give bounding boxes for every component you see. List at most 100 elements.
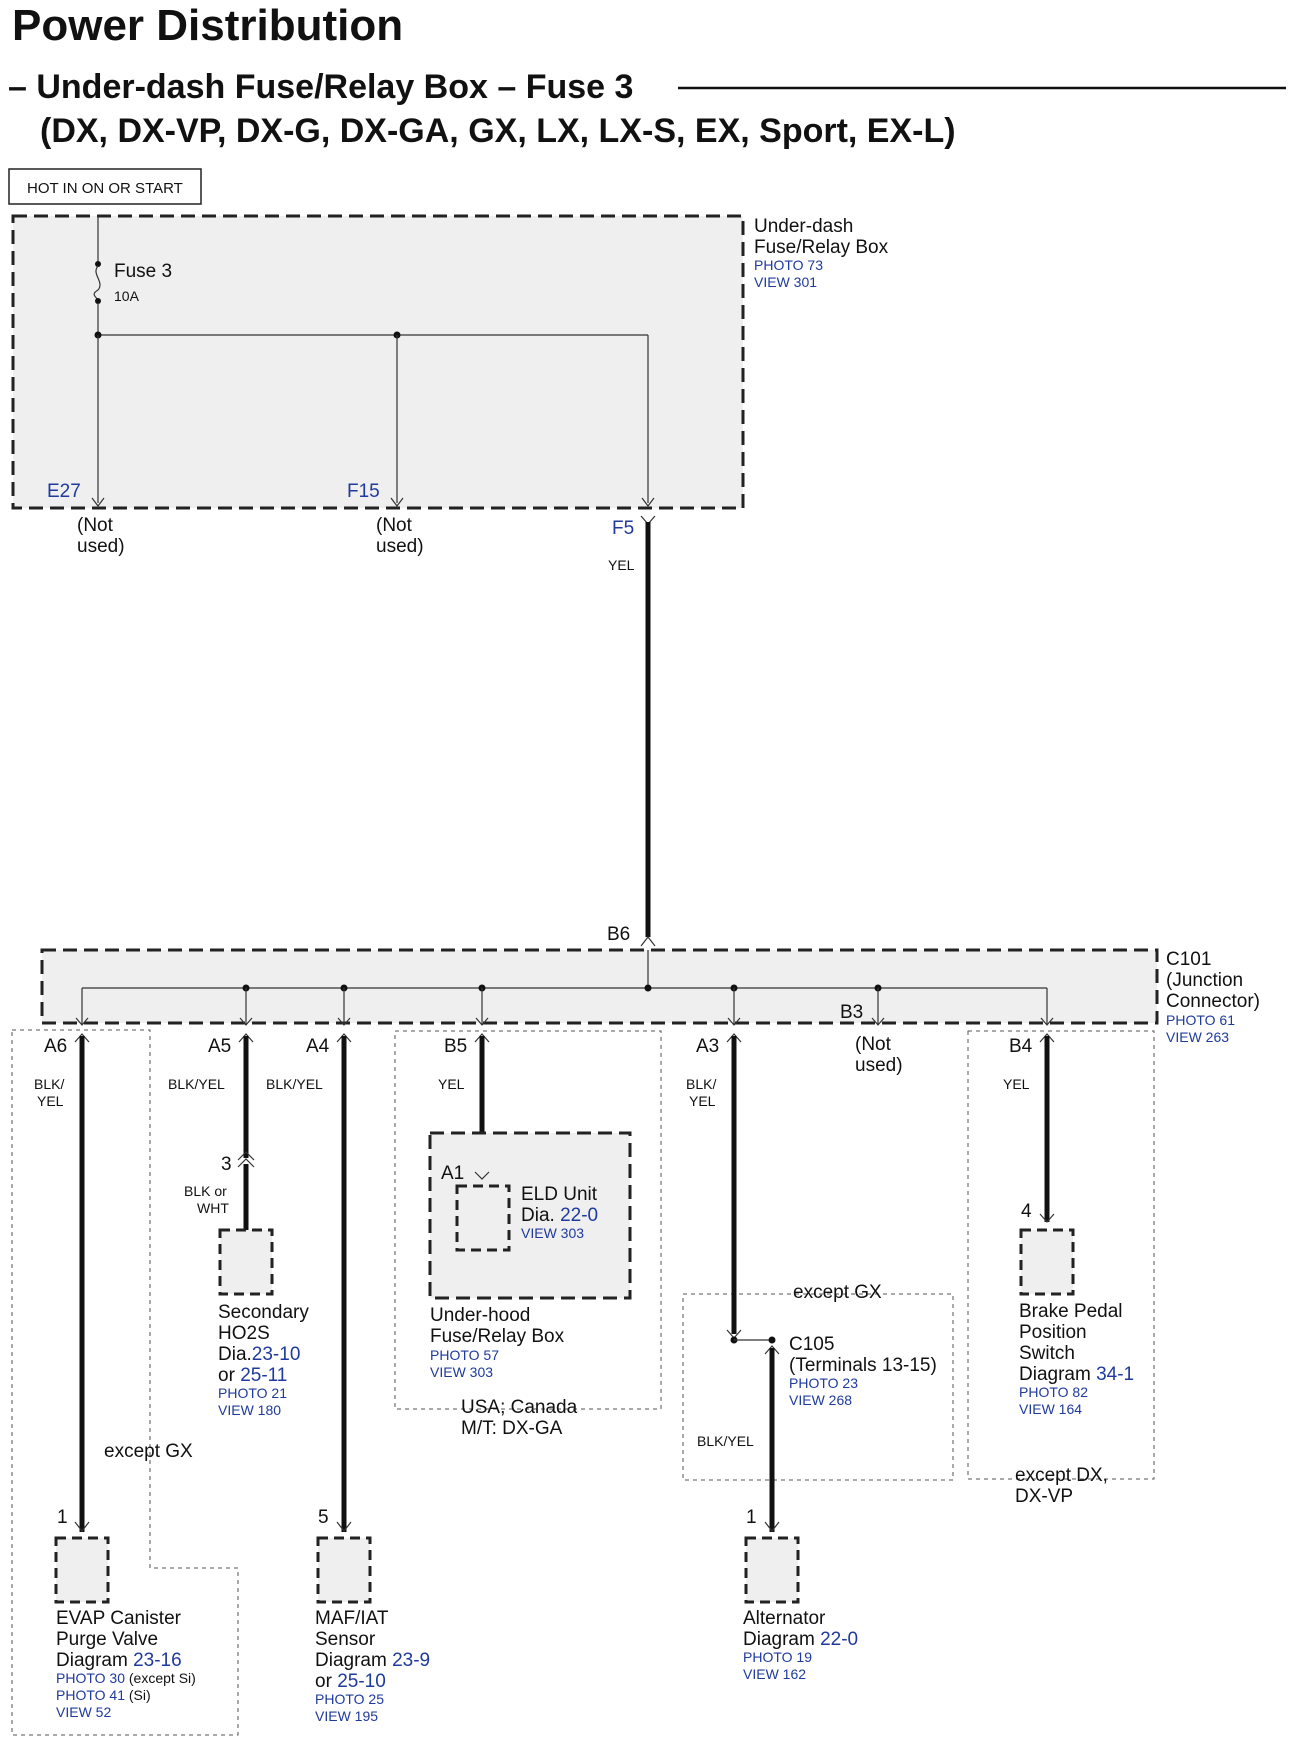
- a6-wire-color-1: BLK/: [34, 1076, 64, 1092]
- alternator-photo: PHOTO 19: [743, 1649, 812, 1665]
- evap-canister-purge-valve: [54, 1536, 110, 1604]
- a3-wire-color-3: BLK/YEL: [697, 1433, 754, 1449]
- subtitle-line-2: (DX, DX-VP, DX-G, DX-GA, GX, LX, LX-S, E…: [40, 112, 956, 150]
- evap-name-line1: EVAP Canister: [56, 1608, 182, 1629]
- f15-not-used-2: used): [376, 536, 424, 557]
- fuse-box-name-line1: Under-dash: [754, 216, 853, 237]
- fuse-terminal-bottom: [95, 298, 101, 304]
- c101-name-line3: Connector): [1166, 991, 1260, 1012]
- a6-condition-area: [11, 1029, 239, 1736]
- a6-wire-color-2: YEL: [37, 1093, 64, 1109]
- eld-unit: [455, 1184, 511, 1252]
- terminal-b4: B4: [1009, 1036, 1033, 1057]
- a3-condition-area: [682, 1293, 954, 1481]
- brake-name-line3: Switch: [1019, 1343, 1075, 1364]
- e27-not-used-2: used): [77, 536, 125, 557]
- maf-iat-sensor: [316, 1536, 372, 1604]
- under-hood-name-line2: Fuse/Relay Box: [430, 1326, 565, 1347]
- a3-wire-color-2: YEL: [689, 1093, 716, 1109]
- evap-diagram-link[interactable]: 23-16: [133, 1650, 182, 1671]
- a6-pin: 1: [57, 1507, 68, 1528]
- alternator-diagram-link[interactable]: 22-0: [820, 1629, 858, 1650]
- maf-alt-diagram-link[interactable]: 25-10: [337, 1671, 386, 1692]
- e27-not-used-1: (Not: [77, 515, 114, 536]
- arrow-e27: [91, 497, 105, 507]
- terminal-b3: B3: [840, 1002, 863, 1023]
- evap-name-line2: Purge Valve: [56, 1629, 158, 1650]
- brake-diagram: Diagram 34-1: [1019, 1364, 1134, 1385]
- alternator-pin: 1: [746, 1507, 757, 1528]
- eld-name: ELD Unit: [521, 1184, 598, 1205]
- c105-photo: PHOTO 23: [789, 1375, 858, 1391]
- terminal-a1: A1: [441, 1163, 464, 1184]
- terminal-f15: F15: [347, 481, 380, 502]
- b3-not-used-1: (Not: [855, 1034, 892, 1055]
- terminal-a4: A4: [306, 1036, 330, 1057]
- a5-connector-pin: 3: [221, 1154, 232, 1175]
- brake-diagram-link[interactable]: 34-1: [1096, 1364, 1134, 1385]
- eld-diagram-link[interactable]: 22-0: [560, 1205, 598, 1226]
- maf-diagram-link[interactable]: 23-9: [392, 1650, 430, 1671]
- brake-view: VIEW 164: [1019, 1401, 1082, 1417]
- evap-diagram: Diagram 23-16: [56, 1650, 182, 1671]
- eld-view: VIEW 303: [521, 1225, 584, 1241]
- alternator-name: Alternator: [743, 1608, 826, 1629]
- evap-photo-2: PHOTO 41 (Si): [56, 1687, 151, 1703]
- maf-photo: PHOTO 25: [315, 1691, 384, 1707]
- terminal-b6: B6: [607, 924, 630, 945]
- b5-condition-area: [394, 1030, 662, 1410]
- a6-condition: except GX: [104, 1441, 193, 1462]
- b4-condition-line2: DX-VP: [1015, 1486, 1073, 1507]
- ho2s-alt-diagram-link[interactable]: 25-11: [240, 1365, 287, 1386]
- ho2s-diagram-link[interactable]: 23-10: [252, 1344, 301, 1365]
- subtitle-line-1: – Under-dash Fuse/Relay Box – Fuse 3: [8, 68, 633, 106]
- fuse-terminal-top: [95, 261, 101, 267]
- ho2s-photo: PHOTO 21: [218, 1385, 287, 1401]
- evap-photo-1: PHOTO 30 (except Si): [56, 1670, 196, 1686]
- c101-photo: PHOTO 61: [1166, 1012, 1235, 1028]
- brake-pedal-position-switch: [1019, 1228, 1075, 1296]
- under-dash-fuse-box: [11, 214, 745, 510]
- ho2s-name-line2: HO2S: [218, 1323, 270, 1344]
- eld-dia: Dia. 22-0: [521, 1205, 598, 1226]
- fuse-box-photo: PHOTO 73: [754, 257, 823, 273]
- hot-label-box: [8, 168, 202, 205]
- b5-wire-color: YEL: [438, 1076, 465, 1092]
- a4-pin: 5: [318, 1507, 329, 1528]
- a3-wire-color-1: BLK/: [686, 1076, 716, 1092]
- b4-condition-area: [967, 1030, 1155, 1480]
- fuse-rating: 10A: [114, 288, 140, 304]
- brake-name-line1: Brake Pedal: [1019, 1301, 1123, 1322]
- c105-name: C105: [789, 1334, 834, 1355]
- b3-not-used-2: used): [855, 1055, 903, 1076]
- ho2s-dia: Dia.23-10: [218, 1344, 300, 1365]
- page-title: Power Distribution: [12, 1, 403, 50]
- terminal-a5: A5: [208, 1036, 231, 1057]
- connector-b6: [640, 936, 656, 947]
- terminal-a6: A6: [44, 1036, 67, 1057]
- under-hood-view: VIEW 303: [430, 1364, 493, 1380]
- b4-wire-color: YEL: [1003, 1076, 1030, 1092]
- alternator: [744, 1536, 800, 1604]
- a4-wire-color: BLK/YEL: [266, 1076, 323, 1092]
- b4-condition-line1: except DX,: [1015, 1465, 1108, 1486]
- b5-condition-line2: M/T: DX-GA: [461, 1418, 563, 1439]
- evap-view: VIEW 52: [56, 1704, 111, 1720]
- arrow-f5: [641, 497, 655, 507]
- fuse-box-view: VIEW 301: [754, 274, 817, 290]
- fuse-name: Fuse 3: [114, 261, 172, 282]
- b4-pin: 4: [1021, 1201, 1032, 1222]
- secondary-ho2s: [218, 1228, 274, 1296]
- under-hood-name-line1: Under-hood: [430, 1305, 530, 1326]
- maf-name-line1: MAF/IAT: [315, 1608, 389, 1629]
- arrow-f15: [390, 497, 404, 507]
- c101-view: VIEW 263: [1166, 1029, 1229, 1045]
- maf-name-line2: Sensor: [315, 1629, 376, 1650]
- c105-view: VIEW 268: [789, 1392, 852, 1408]
- ho2s-name-line1: Secondary: [218, 1302, 309, 1323]
- ho2s-or-dia: or 25-11: [218, 1365, 287, 1386]
- terminal-b5: B5: [444, 1036, 467, 1057]
- fuse-3-symbol: [93, 265, 101, 301]
- ho2s-view: VIEW 180: [218, 1402, 281, 1418]
